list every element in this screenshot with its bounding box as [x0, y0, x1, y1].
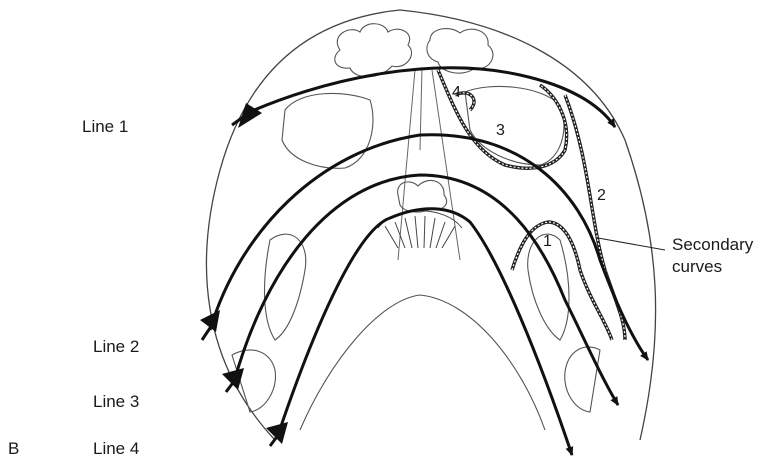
panel-letter: B	[8, 439, 19, 459]
mandible-outline	[300, 295, 545, 430]
skull-outline	[206, 10, 655, 440]
line-4-label: Line 4	[93, 439, 139, 459]
curve-number-2: 2	[597, 187, 606, 205]
curve-number-4: 4	[452, 84, 461, 102]
curve-number-1: 1	[543, 233, 552, 251]
line-2-curve	[210, 135, 648, 360]
line-2-label: Line 2	[93, 337, 139, 357]
nasal-bone-left	[335, 24, 412, 77]
septum-mid	[420, 68, 422, 150]
angle-right	[565, 347, 600, 412]
secondary-curves-label: Secondary curves	[672, 234, 753, 278]
line-1-curve	[243, 68, 615, 127]
orbit-left	[282, 93, 373, 168]
secondary-curves	[438, 70, 625, 340]
line-1-label: Line 1	[82, 117, 128, 137]
line-3-label: Line 3	[93, 392, 139, 412]
secondary-curves-label-line2: curves	[672, 256, 753, 278]
secondary-curves-label-line1: Secondary	[672, 234, 753, 256]
curve-number-3: 3	[496, 122, 505, 140]
septum-left	[398, 70, 415, 260]
line-3-start-arrow	[222, 368, 244, 390]
line-4-curve	[278, 209, 572, 455]
annotation-leader	[598, 238, 665, 250]
